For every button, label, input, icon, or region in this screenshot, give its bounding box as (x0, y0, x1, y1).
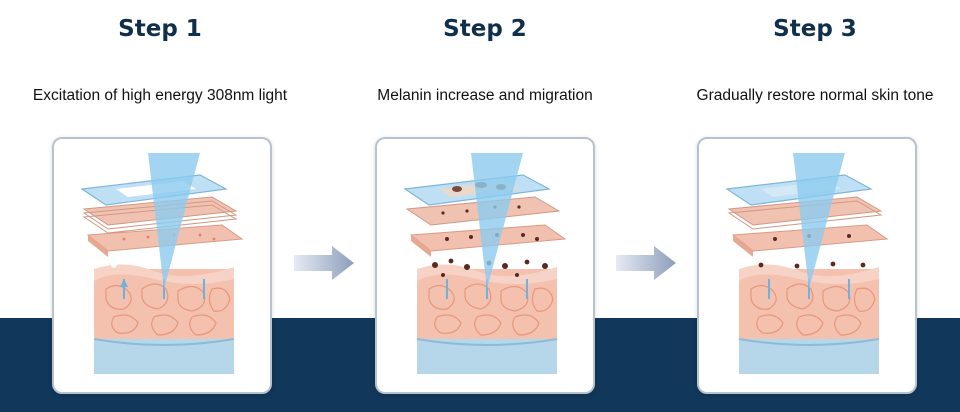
step-1-illustration-card (52, 137, 272, 394)
step-3-illustration-card (697, 137, 917, 394)
arrow-right-icon-2 (616, 246, 676, 280)
step-3-title: Step 3 (773, 16, 857, 42)
step-3-description: Gradually restore normal skin tone (696, 87, 934, 104)
skin-layers-illustration-step-3 (725, 153, 889, 374)
uv-light-beam (793, 153, 845, 289)
skin-block (93, 258, 235, 374)
step-1-panel: Step 1 Excitation of high energy 308nm l… (0, 0, 320, 412)
step-1-title: Step 1 (118, 16, 202, 42)
step-2-illustration-card (375, 137, 595, 394)
step-2-panel: Step 2 Melanin increase and migration (325, 0, 645, 412)
skin-block (738, 261, 880, 374)
skin-layers-illustration-step-2 (403, 153, 567, 374)
step-2-description: Melanin increase and migration (377, 87, 593, 104)
uv-light-beam (148, 153, 200, 289)
step-3-panel: Step 3 Gradually restore normal skin ton… (655, 0, 960, 412)
step-1-description: Excitation of high energy 308nm light (32, 87, 288, 104)
step-2-title: Step 2 (443, 16, 527, 42)
uv-light-beam (471, 153, 523, 289)
arrow-right-icon-1 (294, 246, 354, 280)
skin-layers-illustration-step-1 (80, 153, 244, 374)
